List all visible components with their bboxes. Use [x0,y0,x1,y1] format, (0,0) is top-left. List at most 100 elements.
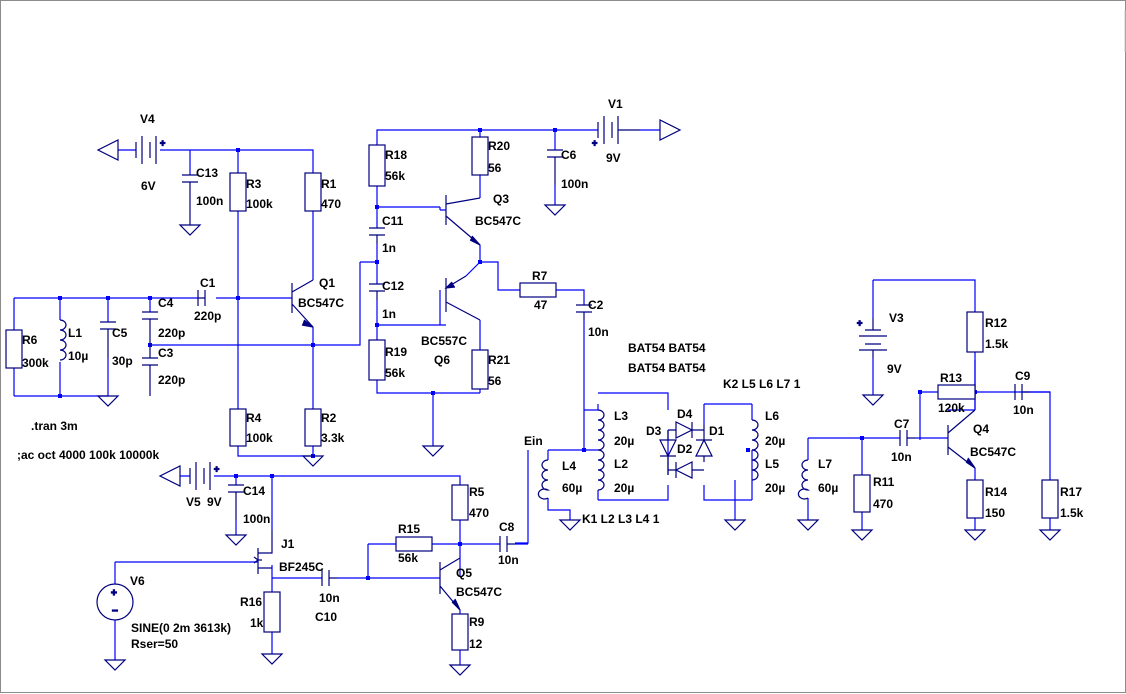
inductor-l7[interactable] [797,459,811,500]
transistor-q5[interactable] [439,557,461,611]
capacitor-c3[interactable] [142,345,158,396]
battery-v5[interactable]: + [189,462,220,490]
capacitor-c12[interactable] [369,283,385,300]
r6-value: 300k [22,356,49,370]
resistor-r9[interactable] [451,613,469,651]
inductor-l1[interactable] [59,319,67,361]
k1-directive: K1 L2 L3 L4 1 [582,512,660,526]
ground-icon [178,224,202,236]
c13-value: 100n [196,194,223,208]
capacitor-c5[interactable] [100,321,116,358]
c2-value: 10n [588,325,609,339]
capacitor-c13[interactable] [182,174,198,225]
c9-value: 10n [1013,403,1034,417]
capacitor-c7[interactable] [899,430,915,446]
transistor-q1[interactable] [291,279,314,328]
ground-icon [963,529,987,541]
ground-icon [260,653,284,665]
l2-value: 20µ [614,481,634,495]
r3-value: 100k [246,197,273,211]
resistor-r19[interactable] [368,339,386,381]
c9-name: C9 [1015,369,1031,383]
r5-value: 470 [469,506,489,520]
sine-source-v6[interactable]: + − [96,583,134,621]
capacitor-c10[interactable] [321,570,338,586]
capacitor-c11[interactable] [369,227,385,244]
resistor-r6[interactable] [5,329,23,369]
resistor-r13[interactable] [937,384,976,400]
svg-text:+: + [214,464,219,474]
j1-name: J1 [281,537,295,551]
v5-name: V5 [186,495,201,509]
diode-d2[interactable] [667,456,704,479]
q3-value: BC547C [475,214,521,228]
r18-value: 56k [385,169,405,183]
inductor-l5[interactable] [751,449,759,481]
resistor-r7[interactable] [519,282,557,298]
c1-name: C1 [200,276,216,290]
l5-value: 20µ [765,481,785,495]
inductor-l4[interactable] [537,459,551,500]
resistor-r2[interactable] [304,408,322,447]
resistor-r16[interactable] [263,591,281,633]
r20-value: 56 [488,161,502,175]
resistor-r5[interactable] [451,484,469,521]
diode-d4[interactable] [668,421,704,439]
capacitor-c9[interactable] [1014,384,1030,400]
r21-value: 56 [488,374,502,388]
r18-name: R18 [385,148,407,162]
r14-value: 150 [985,506,1005,520]
resistor-r17[interactable] [1041,479,1059,519]
capacitor-c1[interactable] [197,290,206,306]
transistor-q6[interactable] [444,275,481,321]
c3-name: C3 [158,346,174,360]
r14-name: R14 [985,485,1007,499]
resistor-r15[interactable] [395,536,433,552]
c11-name: C11 [382,214,404,228]
r12-name: R12 [985,316,1007,330]
resistor-r11[interactable] [853,474,871,513]
ground-icon [448,664,472,676]
resistor-r18[interactable] [368,144,386,187]
c12-value: 1n [382,307,396,321]
battery-v4[interactable]: + [135,136,166,164]
resistor-r12[interactable] [966,311,984,353]
c5-name: C5 [112,326,128,340]
capacitor-c14[interactable] [228,484,244,520]
battery-v1[interactable]: + [591,116,640,149]
capacitor-c6[interactable] [547,149,563,185]
transistor-q4[interactable] [947,409,976,469]
r2-name: R2 [321,411,337,425]
arrow-right-icon [659,119,682,141]
inductor-l6[interactable] [751,419,759,451]
capacitor-c8[interactable] [499,536,516,552]
r11-name: R11 [873,475,895,489]
k2-directive: K2 L5 L6 L7 1 [723,377,801,391]
capacitor-c4[interactable] [142,311,158,345]
transistor-q3[interactable] [445,195,481,246]
resistor-r3[interactable] [229,172,247,212]
resistor-r14[interactable] [966,479,984,519]
c11-value: 1n [382,241,396,255]
battery-v3[interactable]: + [856,317,887,358]
diode-d1[interactable] [695,425,713,462]
resistor-r21[interactable] [471,349,489,390]
ground-icon [103,659,127,671]
resistor-r20[interactable] [471,136,489,176]
ground-icon [861,394,885,406]
inductor-l3[interactable] [597,409,605,451]
r4-value: 100k [246,431,273,445]
c6-name: C6 [561,148,577,162]
capacitor-c2[interactable] [576,304,592,320]
inductor-l2[interactable] [597,449,605,491]
l6-name: L6 [765,409,779,423]
svg-text:+: + [111,588,117,599]
l7-value: 60µ [818,481,838,495]
v3-name: V3 [889,311,904,325]
ground-icon [301,455,325,467]
jfet-j1[interactable] [253,530,273,574]
resistor-r1[interactable] [304,172,322,212]
resistors [5,136,1059,651]
resistor-r4[interactable] [229,408,247,447]
l2-name: L2 [614,457,628,471]
